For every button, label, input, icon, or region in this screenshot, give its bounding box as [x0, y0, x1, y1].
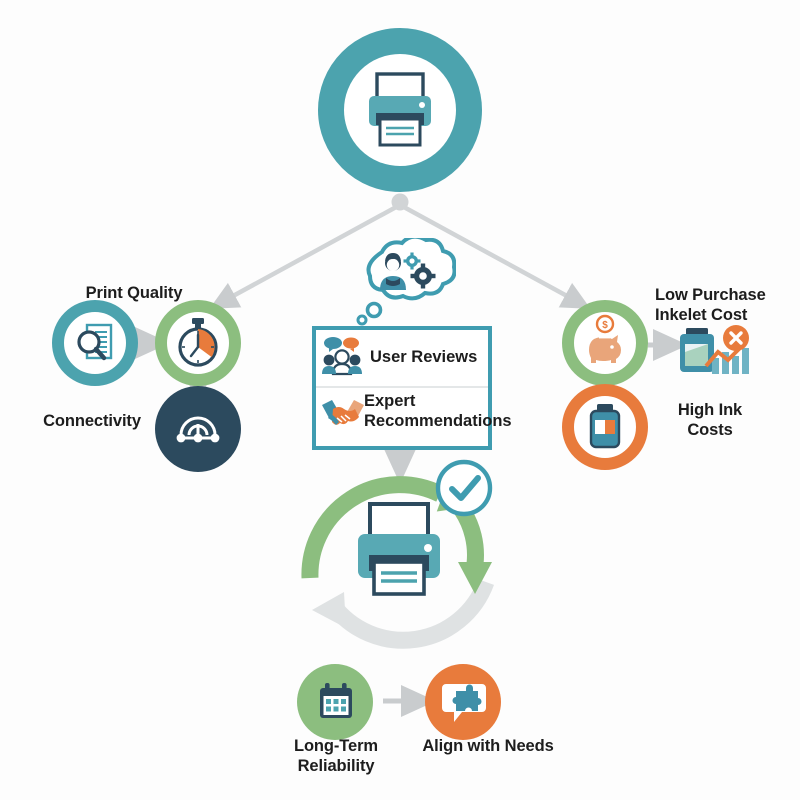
low-purchase-cost-label: Low Purchase Inkelet Cost — [655, 286, 766, 325]
calendar-icon — [320, 683, 352, 718]
selection-cycle — [301, 459, 494, 649]
network-gauge-icon — [176, 416, 220, 443]
high-ink-costs-label: High Ink Costs — [677, 401, 743, 440]
printer-icon — [369, 72, 431, 147]
handshake-icon — [322, 400, 364, 425]
card-divider — [316, 386, 488, 388]
ink-cartridge-chart-decline-icon — [680, 325, 749, 374]
piggy-bank-dollar-icon: $ — [589, 314, 621, 363]
stopwatch-icon — [178, 318, 218, 367]
align-with-needs-label: Align with Needs — [422, 737, 554, 755]
expert-recommendations-label: Expert Recommendations — [364, 392, 512, 430]
user-reviews-icon — [322, 337, 362, 376]
long-term-reliability-label: Long-Term Reliability — [293, 737, 379, 776]
check-circle-icon — [435, 459, 493, 517]
print-quality-label: Print Quality — [85, 284, 183, 302]
hub-to-right-arrow — [400, 204, 591, 309]
user-reviews-label: User Reviews — [370, 348, 478, 366]
svg-text:$: $ — [602, 320, 608, 331]
connectivity-label: Connectivity — [43, 412, 141, 430]
puzzle-chat-icon — [442, 684, 486, 722]
research-sources-card[interactable] — [312, 326, 492, 450]
ink-bottle-icon — [589, 404, 621, 449]
document-magnifier-icon — [77, 323, 113, 361]
thought-bubble — [356, 238, 456, 326]
